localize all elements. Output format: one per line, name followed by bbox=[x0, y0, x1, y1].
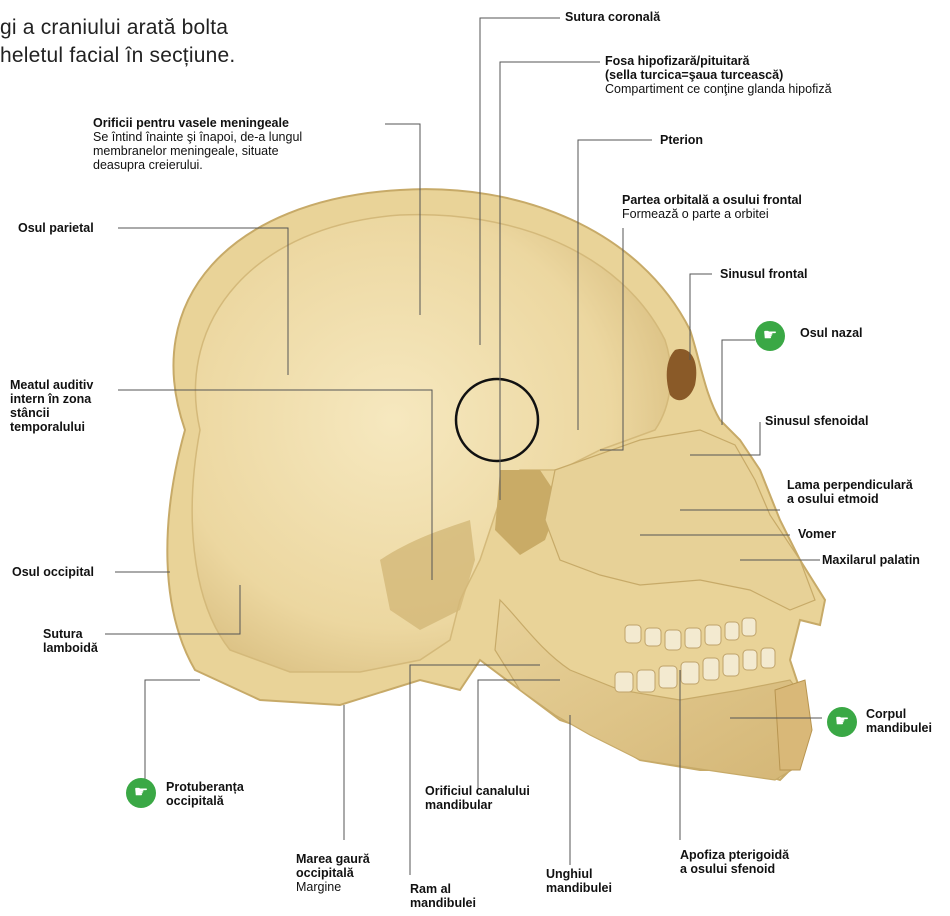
label-line-1: Corpul bbox=[866, 707, 932, 721]
label-text: Pterion bbox=[660, 133, 703, 147]
label-line-2: mandibulei bbox=[546, 881, 612, 895]
label-osul-parietal: Osul parietal bbox=[18, 221, 94, 235]
label-text: Sinusul frontal bbox=[720, 267, 808, 281]
label-sub-1: Se întind înainte şi înapoi, de-a lungul bbox=[93, 130, 302, 144]
label-maxilarul-palatin: Maxilarul palatin bbox=[822, 553, 920, 567]
label-line-1: Sutura bbox=[43, 627, 98, 641]
label-line-1: Meatul auditiv bbox=[10, 378, 93, 392]
label-line-1: Orificiul canalului bbox=[425, 784, 530, 798]
label-line-2: occipitală bbox=[296, 866, 370, 880]
label-title: Orificii pentru vasele meningeale bbox=[93, 116, 302, 130]
label-text: Sutura coronală bbox=[565, 10, 660, 24]
label-line-1: Marea gaură bbox=[296, 852, 370, 866]
label-partea-orbitala: Partea orbitală a osului frontal Formeaz… bbox=[622, 193, 802, 221]
label-fosa-hipofizara: Fosa hipofizară/pituitară (sella turcica… bbox=[605, 54, 832, 96]
label-vomer: Vomer bbox=[798, 527, 836, 541]
label-line-2: a osului etmoid bbox=[787, 492, 913, 506]
label-osul-nazal: Osul nazal bbox=[800, 326, 863, 340]
label-apofiza-pterigoida: Apofiza pterigoidă a osului sfenoid bbox=[680, 848, 789, 876]
label-line-3: stâncii bbox=[10, 406, 93, 420]
label-line-2: mandibular bbox=[425, 798, 530, 812]
label-corpul-mandibulei: Corpul mandibulei bbox=[866, 707, 932, 735]
label-title: Partea orbitală a osului frontal bbox=[622, 193, 802, 207]
label-meatul-auditiv: Meatul auditiv intern în zona stâncii te… bbox=[10, 378, 93, 434]
label-sub-2: membranelor meningeale, situate bbox=[93, 144, 302, 158]
label-text: Osul nazal bbox=[800, 326, 863, 340]
label-unghiul-mandibulei: Unghiul mandibulei bbox=[546, 867, 612, 895]
label-line-2: a osului sfenoid bbox=[680, 862, 789, 876]
label-sutura-lamboida: Sutura lamboidă bbox=[43, 627, 98, 655]
label-line-2: occipitală bbox=[166, 794, 244, 808]
intro-caption: gi a craniului arată bolta heletul facia… bbox=[0, 14, 320, 70]
label-osul-occipital: Osul occipital bbox=[12, 565, 94, 579]
label-text: Osul parietal bbox=[18, 221, 94, 235]
label-orificiul-canalului: Orificiul canalului mandibular bbox=[425, 784, 530, 812]
label-text: Maxilarul palatin bbox=[822, 553, 920, 567]
label-line-1: Protuberanța bbox=[166, 780, 244, 794]
label-text: Sinusul sfenoidal bbox=[765, 414, 869, 428]
label-line-1: Lama perpendiculară bbox=[787, 478, 913, 492]
label-line-4: temporalului bbox=[10, 420, 93, 434]
label-sinusul-frontal: Sinusul frontal bbox=[720, 267, 808, 281]
intro-line-1: gi a craniului arată bolta bbox=[0, 14, 320, 42]
label-sub-3: deasupra creierului. bbox=[93, 158, 302, 172]
label-line-1: Apofiza pterigoidă bbox=[680, 848, 789, 862]
label-title-2: (sella turcica=şaua turcească) bbox=[605, 68, 832, 82]
label-sinusul-sfenoidal: Sinusul sfenoidal bbox=[765, 414, 869, 428]
label-line-2: mandibulei bbox=[866, 721, 932, 735]
label-sub: Formează o parte a orbitei bbox=[622, 207, 802, 221]
label-sutura-coronala: Sutura coronală bbox=[565, 10, 660, 24]
label-lama-perpendiculara: Lama perpendiculară a osului etmoid bbox=[787, 478, 913, 506]
pointing-hand-icon: ☛ bbox=[126, 778, 156, 808]
label-line-2: lamboidă bbox=[43, 641, 98, 655]
label-orificii-meningeale: Orificii pentru vasele meningeale Se înt… bbox=[93, 116, 302, 172]
label-sub: Compartiment ce conţine glanda hipofiză bbox=[605, 82, 832, 96]
mandible-cut-surface bbox=[775, 680, 812, 770]
label-ram-mandibulei: Ram al mandibulei bbox=[410, 882, 476, 910]
label-title-1: Fosa hipofizară/pituitară bbox=[605, 54, 832, 68]
pointing-hand-icon: ☛ bbox=[755, 321, 785, 351]
label-pterion: Pterion bbox=[660, 133, 703, 147]
label-text: Vomer bbox=[798, 527, 836, 541]
label-line-2: intern în zona bbox=[10, 392, 93, 406]
pointing-hand-icon: ☛ bbox=[827, 707, 857, 737]
label-protuberanta-occipitala: Protuberanța occipitală bbox=[166, 780, 244, 808]
label-sub: Margine bbox=[296, 880, 370, 894]
label-line-2: mandibulei bbox=[410, 896, 476, 910]
intro-line-2: heletul facial în secțiune. bbox=[0, 42, 320, 70]
label-line-1: Ram al bbox=[410, 882, 476, 896]
label-line-1: Unghiul bbox=[546, 867, 612, 881]
label-text: Osul occipital bbox=[12, 565, 94, 579]
label-marea-gaura: Marea gaură occipitală Margine bbox=[296, 852, 370, 894]
